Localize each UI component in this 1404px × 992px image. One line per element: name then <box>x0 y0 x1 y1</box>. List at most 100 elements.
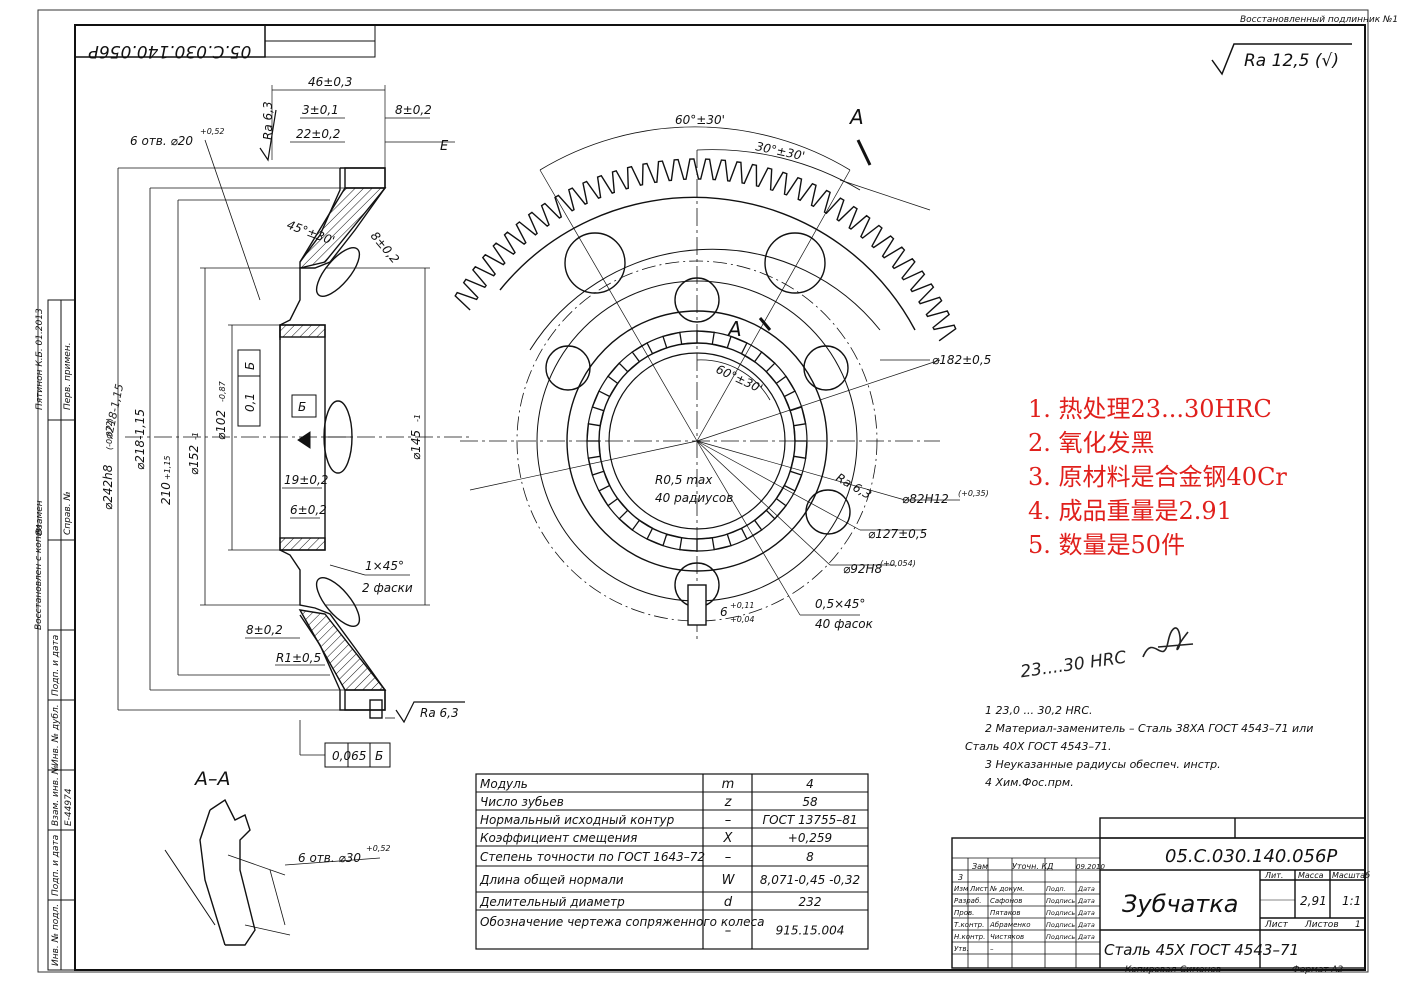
chamfer-1x45: 1×45° <box>365 559 404 573</box>
title-role-date: Дата <box>1077 909 1095 917</box>
angle-30: 30°±30' <box>754 139 806 163</box>
gear-table-param: Модуль <box>480 777 528 791</box>
holes-20-tol: +0,52 <box>200 127 225 136</box>
gear-table-symbol: m <box>722 777 735 792</box>
dim-82: ⌀82H12 <box>902 492 949 506</box>
title-role-name: Чистяков <box>990 933 1024 941</box>
strip-cell-4: Инв. № подл. <box>51 904 61 966</box>
dim-210: 210 <box>159 482 173 505</box>
title-role: Разраб. <box>954 897 982 905</box>
strip-cell-0: Подп. и дата <box>51 635 61 696</box>
strip-cell-2: Взам. инв. № <box>51 765 61 826</box>
title-role-sign: Подпись <box>1046 897 1075 905</box>
handwritten-signature-icon <box>1142 627 1194 658</box>
title-role-name: № докум. <box>989 885 1025 893</box>
tech-note-4: 3 Неуказанные радиусы обеспеч. инстр. <box>985 758 1221 771</box>
holes-30-tol: +0,52 <box>366 844 391 853</box>
top-right-caption: Восстановленный подлинник №1 <box>1240 15 1398 25</box>
title-material: Сталь 45Х ГОСТ 4543–71 <box>1104 941 1299 959</box>
angle-60b: 60°±30' <box>714 362 765 396</box>
strip-cell-1: Инв. № дубл. <box>51 704 61 766</box>
gear-table-row: Нормальный исходный контур–ГОСТ 13755–81 <box>476 809 868 828</box>
red-note-4: 4. 成品重量是2.91 <box>1028 497 1232 525</box>
rotated-code-text: 05.С.030.140.056Р <box>88 41 251 61</box>
title-role-sign: Подпись <box>1046 933 1075 941</box>
title-role-date: Дата <box>1077 885 1095 893</box>
title-sheet: Лист <box>1264 920 1289 930</box>
dim-145: ⌀145 <box>409 430 423 460</box>
gear-table-param: Обозначение чертежа сопряженного колеса <box>480 915 764 929</box>
dim-8b: 8±0,2 <box>368 229 402 266</box>
gear-labels: A A 60°±30' 30°±30' 60°±30' ⌀182±0,5 R0,… <box>655 105 991 631</box>
title-role: Т.контр. <box>954 921 984 929</box>
technical-notes: 1 23,0 ... 30,2 HRC. 2 Материал-замените… <box>965 702 1325 792</box>
gear-table-symbol: d <box>724 895 733 910</box>
ra63b: Ra 6,3 <box>420 706 459 720</box>
ra-symbol-top <box>259 109 277 162</box>
tech-note-2: 2 Материал-заменитель – Сталь 38ХА ГОСТ … <box>985 722 1314 735</box>
title-role-sign: Подпись <box>1046 921 1075 929</box>
title-copied: Копировал <box>1125 965 1177 975</box>
strip-vstr: Справ. № <box>63 491 73 535</box>
dim-3: 3±0,1 <box>302 103 339 117</box>
red-notes: 1. 热处理23...30HRC 2. 氧化发黑 3. 原材料是合金钢40Cr … <box>1028 392 1348 562</box>
title-sheets: Листов <box>1304 920 1339 930</box>
dim-6: 6±0,2 <box>290 503 327 517</box>
dim-8c: 8±0,2 <box>246 623 283 637</box>
ra63a: Ra 6,3 <box>261 101 275 140</box>
strip-signature: Пятинон К.Б. 01.2013 <box>35 308 45 410</box>
section-labels: 46±0,3 3±0,1 8±0,2 22±0,2 E 6 отв. ⌀20 +… <box>101 75 459 763</box>
radius-05: R0,5 max <box>655 473 713 487</box>
section-view <box>117 85 470 756</box>
gear-parameter-table <box>475 773 869 950</box>
title-role-row: Утв.– <box>954 945 994 953</box>
label-b2: Б <box>298 400 306 414</box>
section-aa <box>164 798 381 946</box>
holes-30: 6 отв. ⌀30 <box>298 851 361 865</box>
gear-table-value: ГОСТ 13755–81 <box>762 813 857 827</box>
chamfer-40: 40 фасок <box>815 617 874 631</box>
dim-127: ⌀127±0,5 <box>868 527 927 541</box>
title-format: Формат А2 <box>1292 965 1344 975</box>
gear-tooth-profile <box>454 158 957 342</box>
gear-table-value: 8,071-0,45 -0,32 <box>760 873 860 887</box>
red-note-5: 5. 数量是50件 <box>1028 531 1186 559</box>
dim-92: ⌀92H8 <box>843 562 883 576</box>
radius-05-count: 40 радиусов <box>655 491 733 505</box>
title-lit: Лит. <box>1264 871 1283 880</box>
gear-table-symbol: z <box>724 795 733 810</box>
title-role-name: Абраменко <box>989 921 1031 929</box>
gear-table-value: 8 <box>806 850 814 864</box>
width-6-tol-bot: +0,04 <box>730 615 755 624</box>
section-aa-label: A–A <box>193 768 231 790</box>
gear-table-value: 915.15.004 <box>776 924 845 938</box>
title-role-name: Сафонов <box>990 897 1022 905</box>
chamfer-2: 2 фаски <box>362 581 413 595</box>
dim-102: ⌀102 <box>214 410 228 440</box>
tol-01: 0,1 <box>243 393 257 412</box>
title-rev-date: 09.2010 <box>1076 863 1105 871</box>
title-role: Пров. <box>954 909 974 917</box>
width-6: 6 <box>720 605 728 619</box>
title-doc-code: 05.С.030.140.056Р <box>1165 846 1337 867</box>
dim-152: ⌀152 <box>187 445 201 475</box>
svg-text:Ra 12,5 (√): Ra 12,5 (√) <box>1244 51 1339 71</box>
gear-table-param: Нормальный исходный контур <box>480 813 675 827</box>
title-role-name: Пятаков <box>990 909 1020 917</box>
dim-182: ⌀182±0,5 <box>932 353 991 367</box>
gear-table-symbol: – <box>725 850 732 865</box>
strip-restored: Восстановлен с копии <box>34 524 44 630</box>
title-role-sign: Подп. <box>1046 885 1066 893</box>
red-note-3: 3. 原材料是合金钢40Cr <box>1028 463 1287 491</box>
title-sheets-count: 1 <box>1355 920 1361 930</box>
gear-table-param: Степень точности по ГОСТ 1643–72 <box>480 850 705 864</box>
dim-210-tol: +1,15 <box>163 455 172 480</box>
gear-table-value: +0,259 <box>788 831 832 845</box>
label-b1: Б <box>243 362 257 370</box>
title-role-date: Дата <box>1077 921 1095 929</box>
